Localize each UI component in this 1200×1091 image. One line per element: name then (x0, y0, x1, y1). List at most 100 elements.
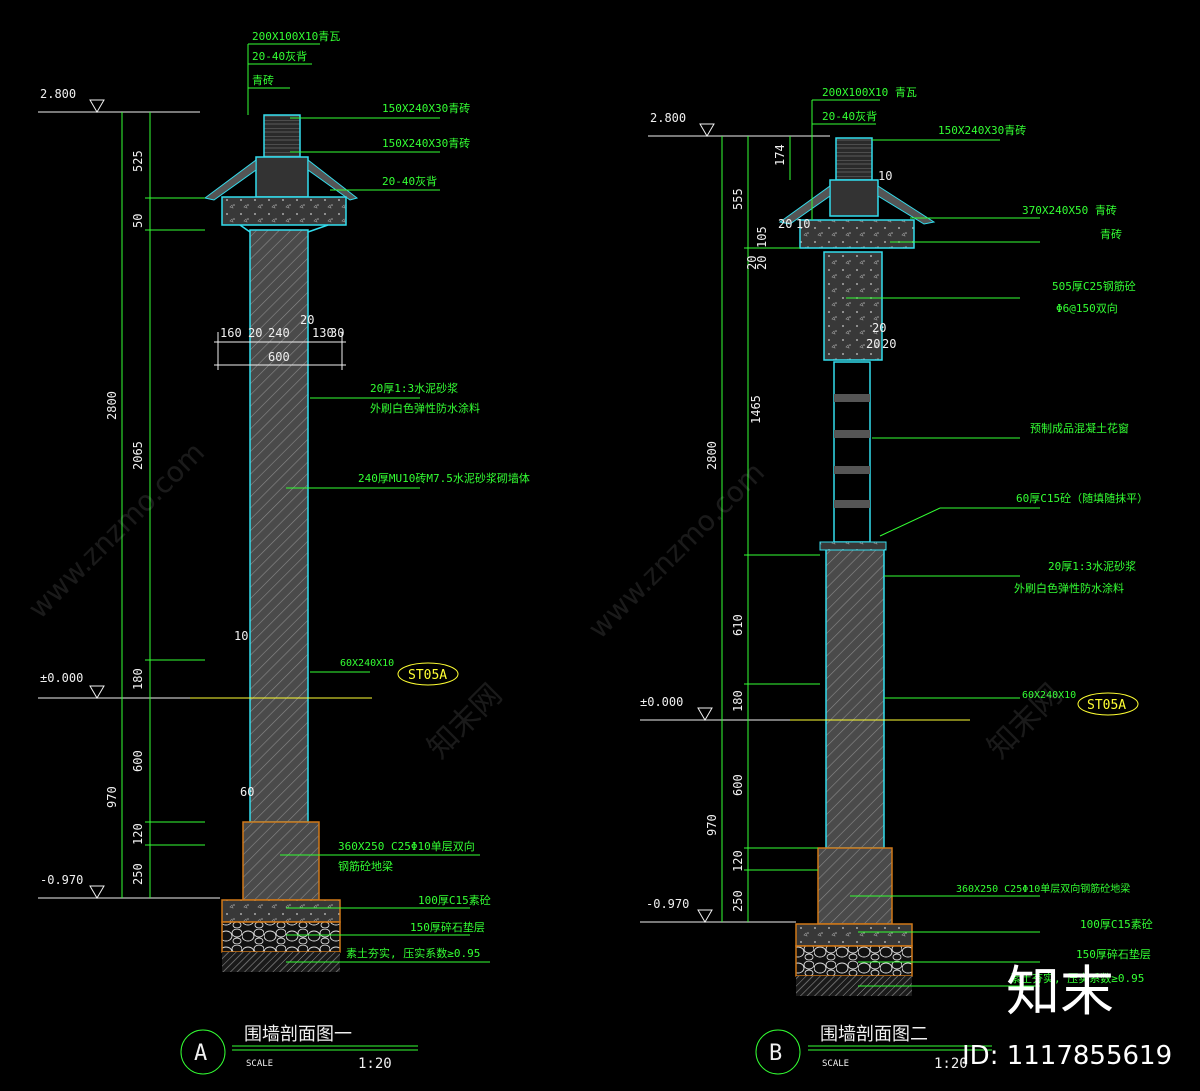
section-b-dim-120: 120 (731, 850, 745, 872)
section-b-elevation-marks: 2.800 ±0.000 -0.970 (640, 111, 830, 923)
section-b-dim-600: 600 (731, 774, 745, 796)
section-b-dim-10a: 10 (796, 217, 810, 231)
section-a-title-block: A 围墙剖面图一 SCALE 1:20 (180, 1024, 418, 1075)
section-a-dim-600: 600 (131, 750, 145, 772)
section-b-dim-20b: 20 (745, 256, 759, 270)
section-b-callout-5: 青砖 (1100, 227, 1122, 241)
section-a-dim-2800: 2800 (105, 391, 119, 420)
section-b-dim-20f: 20 (882, 337, 896, 351)
section-a-callout-2: 20-40灰背 (252, 49, 307, 63)
section-a-dim-20b: 20 (300, 313, 314, 327)
section-b-elev-bottom: -0.970 (646, 897, 689, 911)
section-a-title: 围墙剖面图一 (244, 1024, 352, 1045)
section-b-callout-15: 150厚碎石垫层 (1076, 947, 1151, 961)
section-b-footing (795, 847, 913, 996)
section-b-dim-105: 105 (755, 226, 769, 248)
section-a-dim-600w: 600 (268, 350, 290, 364)
section-a-callout-11: 360X250 C25Φ10单层双向 (338, 839, 475, 853)
section-a-callout-4: 150X240X30青砖 (382, 101, 470, 115)
section-a-wall-coping (203, 114, 359, 233)
section-a-callout-leaders (247, 43, 490, 963)
section-b-callouts: 200X100X10 青瓦 20-40灰背 150X240X30青砖 370X2… (822, 86, 1153, 985)
section-b-dim-250: 250 (731, 890, 745, 912)
section-b-dim-10b: 10 (878, 169, 892, 183)
section-a-callout-6: 20-40灰背 (382, 174, 437, 188)
section-a-elev-bottom: -0.970 (40, 873, 83, 887)
section-b-scale-label: SCALE (822, 1059, 849, 1069)
section-a-callout-12: 钢筋砼地梁 (338, 859, 393, 873)
watermark-cn-1: 知末网 (421, 677, 509, 765)
section-a-wall-body (250, 230, 308, 822)
section-a-dim-525: 525 (131, 150, 145, 172)
section-b-callout-10: 20厚1:3水泥砂浆 (1048, 559, 1136, 573)
section-b-elev-top: 2.800 (650, 111, 686, 125)
section-a-dim-30: 30 (330, 326, 344, 340)
section-b-callout-7: Φ6@150双向 (1056, 301, 1118, 315)
section-b-callout-14: 100厚C15素砼 (1080, 918, 1153, 931)
section-b-callout-leaders (811, 99, 1040, 987)
section-b-dim-1465: 1465 (749, 395, 763, 424)
section-b-callout-9: 60厚C15砼（随填随抹平） (1016, 491, 1148, 505)
watermark-layer: www.znzmo.com www.znzmo.com 知末网 知末网 知末 I… (22, 436, 1173, 1071)
section-a-scale-label: SCALE (246, 1059, 273, 1069)
section-b-callout-8: 预制成品混凝土花窗 (1030, 421, 1129, 435)
section-b-wall-coping (778, 137, 936, 249)
section-b-dim-20c: 20 (755, 256, 769, 270)
section-b-dim-20e: 20 (866, 337, 880, 351)
watermark-brand: 知末 (1006, 960, 1114, 1023)
section-a-dim-970: 970 (105, 786, 119, 808)
section-a-dim-60: 60 (240, 785, 254, 799)
section-a-dim-20a: 20 (248, 326, 262, 340)
section-a-elevation-marks: 2.800 ±0.000 -0.970 (38, 87, 220, 899)
section-b-vertical-dimensions: 174 555 20 10 105 20 20 2800 1465 610 18… (705, 136, 896, 922)
section-a-callout-5: 150X240X30青砖 (382, 136, 470, 150)
section-b-callout-12: 60X240X10 (1022, 690, 1076, 701)
section-a-elev-zero: ±0.000 (40, 671, 83, 685)
section-b-dim-174: 174 (773, 144, 787, 166)
section-b-dim-180: 180 (731, 690, 745, 712)
section-b-dim-20d: 20 (872, 321, 886, 335)
section-b-title-block: B 围墙剖面图二 SCALE 1:20 (755, 1024, 992, 1075)
section-a-dim-240: 240 (268, 326, 290, 340)
section-b-marker: B (769, 1041, 782, 1066)
section-b-callout-4: 370X240X50 青砖 (1022, 203, 1117, 217)
section-a-dim-180: 180 (131, 668, 145, 690)
section-a-dim-2065: 2065 (131, 441, 145, 470)
section-a-dim-250: 250 (131, 863, 145, 885)
section-a-dim-50: 50 (131, 214, 145, 228)
section-b-dim-555: 555 (731, 188, 745, 210)
section-b-callout-3: 150X240X30青砖 (938, 123, 1026, 137)
section-a-callout-13: 100厚C15素砼 (418, 894, 491, 907)
section-a-callout-7: 20厚1:3水泥砂浆 (370, 381, 458, 395)
section-b-callout-16: 素土夯实, 压实系数≥0.95 (1010, 971, 1144, 985)
section-b-tag: ST05A (1077, 692, 1139, 716)
section-b-elev-zero: ±0.000 (640, 695, 683, 709)
section-a-scale-value: 1:20 (358, 1056, 392, 1072)
section-a-callout-1: 200X100X10青瓦 (252, 30, 340, 43)
section-a-tag-text: ST05A (408, 668, 447, 683)
section-b-callout-2: 20-40灰背 (822, 109, 877, 123)
section-a-vertical-dimensions: 525 50 2800 2065 180 970 600 120 250 (105, 112, 205, 898)
section-a-footing (221, 821, 341, 972)
section-a-elev-top: 2.800 (40, 87, 76, 101)
section-a-callout-9: 240厚MU10砖M7.5水泥砂浆砌墙体 (358, 471, 530, 485)
section-a-callout-8: 外刷白色弹性防水涂料 (370, 401, 480, 415)
section-a-callout-3: 青砖 (252, 73, 274, 87)
watermark-id: ID: 1117855619 (962, 1041, 1172, 1071)
section-b-scale-value: 1:20 (934, 1056, 968, 1072)
section-b-drawing: 2.800 ±0.000 -0.970 174 555 20 10 105 20… (640, 86, 1153, 1075)
section-a-callout-14: 150厚碎石垫层 (410, 920, 485, 934)
section-a-tag: ST05A (397, 662, 459, 686)
section-b-title: 围墙剖面图二 (820, 1024, 928, 1045)
watermark-site-1: www.znzmo.com (22, 436, 211, 625)
section-a-dim-120: 120 (131, 823, 145, 845)
section-b-callout-11: 外刷白色弹性防水涂料 (1014, 581, 1124, 595)
section-b-callout-13: 360X250 C25Φ10单层双向钢筋砼地梁 (956, 882, 1130, 895)
section-a-dim-160: 160 (220, 326, 242, 340)
section-a-callout-15: 素土夯实, 压实系数≥0.95 (346, 946, 480, 960)
section-a-horizontal-dimensions: 160 20 240 130 30 600 20 10 60 (214, 313, 346, 799)
section-b-dim-610: 610 (731, 614, 745, 636)
section-a-dim-10: 10 (234, 629, 248, 643)
section-a-callout-10: 60X240X10 (340, 658, 394, 669)
